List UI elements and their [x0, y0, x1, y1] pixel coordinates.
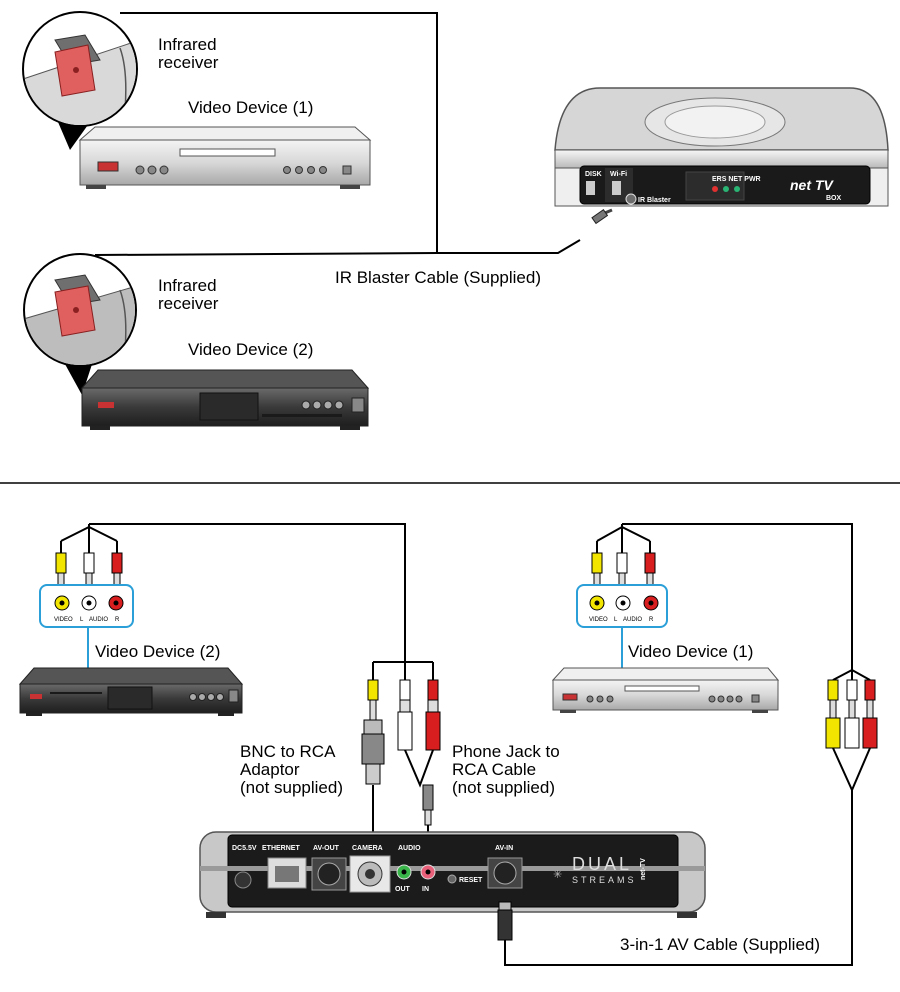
- box-av-out-label: AV-OUT: [313, 845, 340, 852]
- box-brand-star: ✳: [553, 869, 562, 881]
- box-av-in-label: AV-IN: [495, 845, 513, 852]
- jack-label-r-left: R: [115, 617, 120, 623]
- box-dc-label: DC5.5V: [232, 845, 257, 852]
- av-connection-diagram: VIDEO L AUDIO R Video Device (2): [18, 523, 878, 966]
- video-device-2-dark: [80, 369, 370, 430]
- video-device-1-silver-bottom: [551, 667, 780, 713]
- box-brand-tag: net-TV: [640, 858, 647, 880]
- ir-cable-branch: [94, 252, 438, 256]
- jack-label-l-right: L: [614, 617, 618, 623]
- box-brand-dual: DUAL: [572, 854, 632, 874]
- box-out-label: OUT: [395, 886, 411, 893]
- video-device-1-label-bottom: Video Device (1): [628, 642, 753, 661]
- bnc-adaptor-label: BNC to RCA Adaptor (not supplied): [240, 742, 343, 797]
- nettv-logo: net TV: [790, 177, 834, 193]
- video-device-2-label-bottom: Video Device (2): [95, 642, 220, 661]
- box-camera-label: CAMERA: [352, 845, 383, 852]
- nettv-leds-label: ERS NET PWR: [712, 176, 761, 183]
- av-cable-label: 3-in-1 AV Cable (Supplied): [620, 935, 820, 954]
- nettv-box: DISK Wi-Fi IR Blaster ERS NET PWR net TV…: [554, 87, 889, 225]
- video-device-1-label-top: Video Device (1): [188, 98, 313, 117]
- nettv-logo-sub: BOX: [826, 195, 842, 202]
- bnc-rca-adaptor: [361, 661, 441, 826]
- jack-panel-right: VIDEO L AUDIO R: [576, 584, 668, 628]
- jack-label-r-right: R: [649, 617, 654, 623]
- video-device-2-label-top: Video Device (2): [188, 340, 313, 359]
- jack-label-video-right: VIDEO: [589, 617, 608, 623]
- infrared-receiver-zoom-2: [23, 253, 137, 395]
- infrared-receiver-label-1: Infrared receiver: [158, 35, 221, 72]
- box-reset-label: RESET: [459, 877, 483, 884]
- box-brand-streams: STREAMS: [572, 875, 637, 885]
- ir-blaster-cable-label: IR Blaster Cable (Supplied): [335, 268, 541, 287]
- av-in-plug: [497, 901, 513, 941]
- jack-label-audio-right: AUDIO: [623, 617, 642, 623]
- jack-label-video-left: VIDEO: [54, 617, 73, 623]
- nettv-port-disk-label: DISK: [585, 171, 602, 178]
- box-audio-label: AUDIO: [398, 845, 421, 852]
- av-plugs-3in1: [825, 668, 878, 793]
- ir-blaster-diagram: Infrared receiver Video Device (1): [22, 11, 889, 430]
- dual-streams-box: DC5.5V ETHERNET AV-OUT CAMERA AUDIO OUT …: [199, 831, 706, 918]
- video-device-1-silver: [78, 126, 372, 189]
- nettv-port-ir-label: IR Blaster: [638, 197, 671, 204]
- rca-plugs-left: [55, 524, 123, 586]
- rca-plugs-right: [591, 524, 656, 586]
- jack-panel-left: VIDEO L AUDIO R: [39, 584, 134, 628]
- box-in-label: IN: [422, 886, 429, 893]
- infrared-receiver-label-2: Infrared receiver: [158, 276, 221, 313]
- infrared-receiver-zoom-1: [22, 11, 138, 150]
- av-cable-right-line: [622, 523, 853, 680]
- box-ethernet-label: ETHERNET: [262, 845, 300, 852]
- nettv-port-wifi-label: Wi-Fi: [610, 171, 627, 178]
- av-cable-left-line: [89, 523, 406, 662]
- jack-label-audio-left: AUDIO: [89, 617, 108, 623]
- phone-jack-cable-label: Phone Jack to RCA Cable (not supplied): [452, 742, 564, 797]
- jack-label-l-left: L: [80, 617, 84, 623]
- video-device-2-dark-bottom: [18, 667, 244, 716]
